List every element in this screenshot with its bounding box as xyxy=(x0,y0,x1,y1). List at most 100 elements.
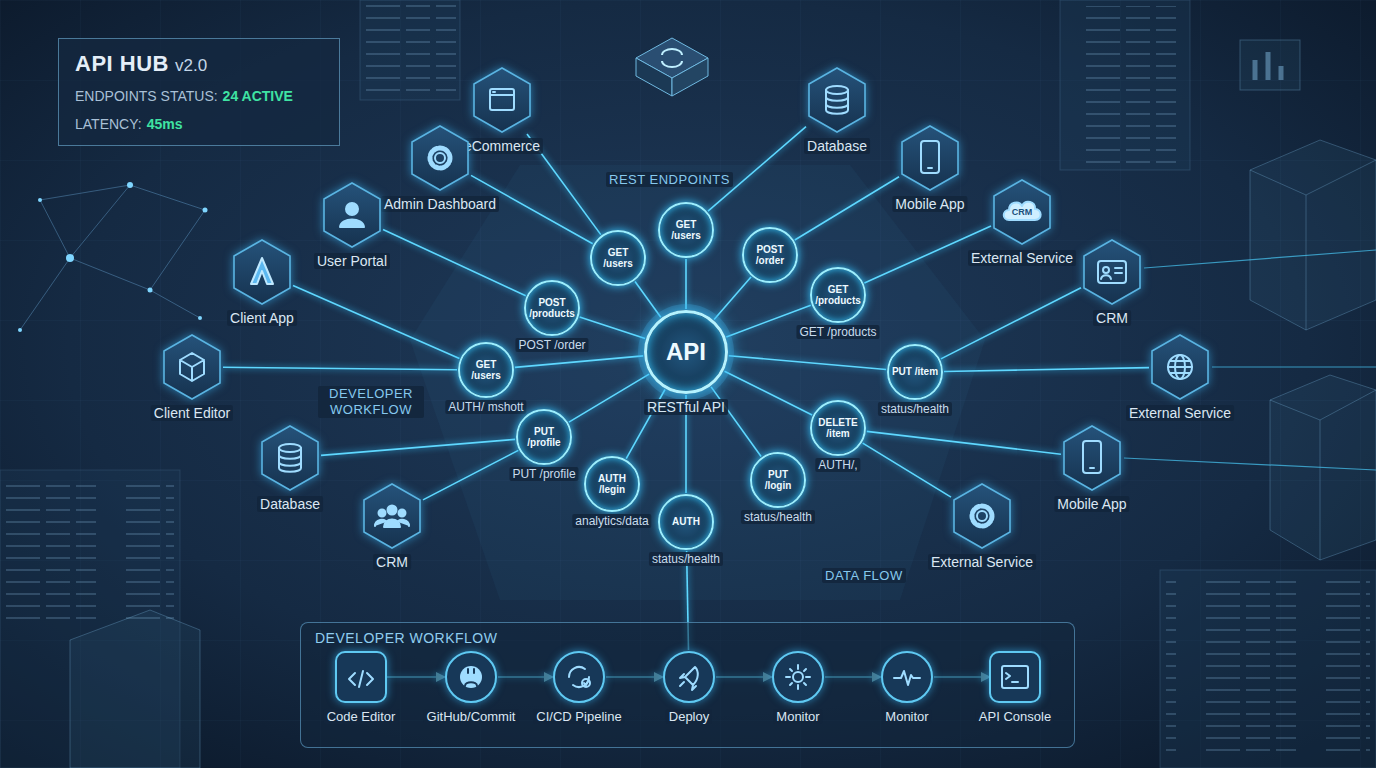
hexagon-outline xyxy=(259,424,321,492)
connector xyxy=(321,439,515,455)
connector xyxy=(383,229,526,295)
service-hexagon: Database xyxy=(259,424,321,492)
endpoint-circle: PUT /itemstatus/health xyxy=(887,344,943,400)
hexagon-outline xyxy=(1061,424,1123,492)
group-label: DEVELOPER WORKFLOW xyxy=(318,386,424,418)
connector xyxy=(685,259,687,309)
hexagon-outline xyxy=(231,238,293,306)
service-hexagon: CRM xyxy=(361,482,423,550)
connector xyxy=(867,431,1061,454)
endpoint-label: GET /products xyxy=(796,325,879,339)
service-label: External Service xyxy=(1126,405,1234,421)
service-label: CRM xyxy=(1093,310,1131,326)
step-label: Deploy xyxy=(666,709,712,724)
connector xyxy=(725,371,813,415)
service-hexagon: User Portal xyxy=(321,181,383,249)
hexagon-outline xyxy=(951,482,1013,550)
latency-value: 45ms xyxy=(147,116,183,132)
icon xyxy=(991,653,1039,701)
service-label: eCommerce xyxy=(461,138,543,154)
hexagon-outline xyxy=(321,181,383,249)
endpoint-label: POST /order xyxy=(515,338,588,352)
workflow-step: Monitor xyxy=(881,651,933,703)
service-hexagon: Mobile App xyxy=(1061,424,1123,492)
connector xyxy=(223,367,457,369)
step-label: Monitor xyxy=(882,709,931,724)
status-panel: API HUB v2.0ENDPOINTS STATUS: 24 ACTIVE LAT… xyxy=(58,38,340,146)
panel-row: API HUB v2.0 xyxy=(75,51,323,77)
network-constellation xyxy=(20,185,205,330)
connector xyxy=(729,356,886,370)
endpoint-circle: DELETE /itemAUTH/, xyxy=(810,400,866,456)
workflow-step: Monitor xyxy=(772,651,824,703)
hexagon-outline xyxy=(1149,333,1211,401)
service-label: External Service xyxy=(968,250,1076,266)
step-label: Monitor xyxy=(773,709,822,724)
panel-title: API HUB xyxy=(75,51,169,76)
endpoint-circle: POST /productsPOST /order xyxy=(524,280,580,336)
panel-row: LATENCY: 45ms xyxy=(75,115,323,133)
status-value: 24 ACTIVE xyxy=(223,88,293,104)
endpoint-text: GET /users xyxy=(594,247,642,270)
service-label: CRM xyxy=(373,554,411,570)
service-hexagon: Admin Dashboard xyxy=(409,124,471,192)
service-label: Database xyxy=(257,496,323,512)
icon xyxy=(337,653,385,701)
icon xyxy=(883,653,931,701)
endpoint-text: GET /products xyxy=(814,284,862,307)
service-hexagon: eCommerce xyxy=(471,66,533,134)
workflow-panel: DEVELOPER WORKFLOWCode EditorGitHub/Comm… xyxy=(300,622,1075,748)
connector xyxy=(569,374,649,422)
hexagon-outline xyxy=(161,333,223,401)
workflow-step: GitHub/Commit xyxy=(445,651,497,703)
panel-row: ENDPOINTS STATUS: 24 ACTIVE xyxy=(75,87,323,105)
icon xyxy=(665,653,713,701)
service-hexagon: CRM xyxy=(1081,238,1143,306)
endpoint-label: status/health xyxy=(649,552,723,566)
endpoint-text: API xyxy=(666,338,706,366)
endpoint-text: PUT /profile xyxy=(520,426,568,449)
endpoint-circle: PUT /profilePUT /profile xyxy=(516,409,572,465)
group-label: REST ENDPOINTS xyxy=(606,172,733,187)
endpoint-text: AUTH /legin xyxy=(588,473,636,496)
endpoint-circle: GET /users xyxy=(590,230,646,286)
connector xyxy=(711,387,761,457)
icon xyxy=(447,653,495,701)
connector xyxy=(944,368,1149,372)
endpoint-circle: AUTHstatus/health xyxy=(658,494,714,550)
step-label: CI/CD Pipeline xyxy=(533,709,624,724)
endpoint-label: AUTH/, xyxy=(815,458,860,472)
version-text: v2.0 xyxy=(175,56,207,75)
service-hexagon: Mobile App xyxy=(899,124,961,192)
endpoint-text: POST /order xyxy=(746,244,794,267)
service-label: External Service xyxy=(928,554,1036,570)
glass-box xyxy=(70,40,1376,768)
sync-cube xyxy=(636,38,708,96)
connector xyxy=(795,177,899,240)
icon-text: CRM xyxy=(991,207,1053,217)
service-label: Client Editor xyxy=(151,405,233,421)
decor-wire xyxy=(1124,250,1376,470)
workflow-step: Deploy xyxy=(663,651,715,703)
endpoint-text: PUT /item xyxy=(892,366,938,378)
endpoint-text: GET /users xyxy=(462,359,510,382)
connector xyxy=(941,288,1081,359)
service-label: Admin Dashboard xyxy=(381,196,499,212)
service-label: Client App xyxy=(227,310,297,326)
service-label: Mobile App xyxy=(892,196,967,212)
connector xyxy=(714,277,751,320)
latency-label: LATENCY: xyxy=(75,116,142,132)
endpoint-label: RESTful API xyxy=(644,399,728,415)
endpoint-label: PUT /profile xyxy=(509,467,578,481)
hexagon-outline xyxy=(361,482,423,550)
service-label: Database xyxy=(804,138,870,154)
endpoint-label: status/health xyxy=(741,510,815,524)
connector xyxy=(863,443,951,497)
service-hexagon: External Service xyxy=(951,482,1013,550)
connector xyxy=(708,127,806,211)
endpoint-text: DELETE /item xyxy=(814,417,862,440)
status-label: ENDPOINTS STATUS: xyxy=(75,88,218,104)
connector xyxy=(515,356,643,368)
